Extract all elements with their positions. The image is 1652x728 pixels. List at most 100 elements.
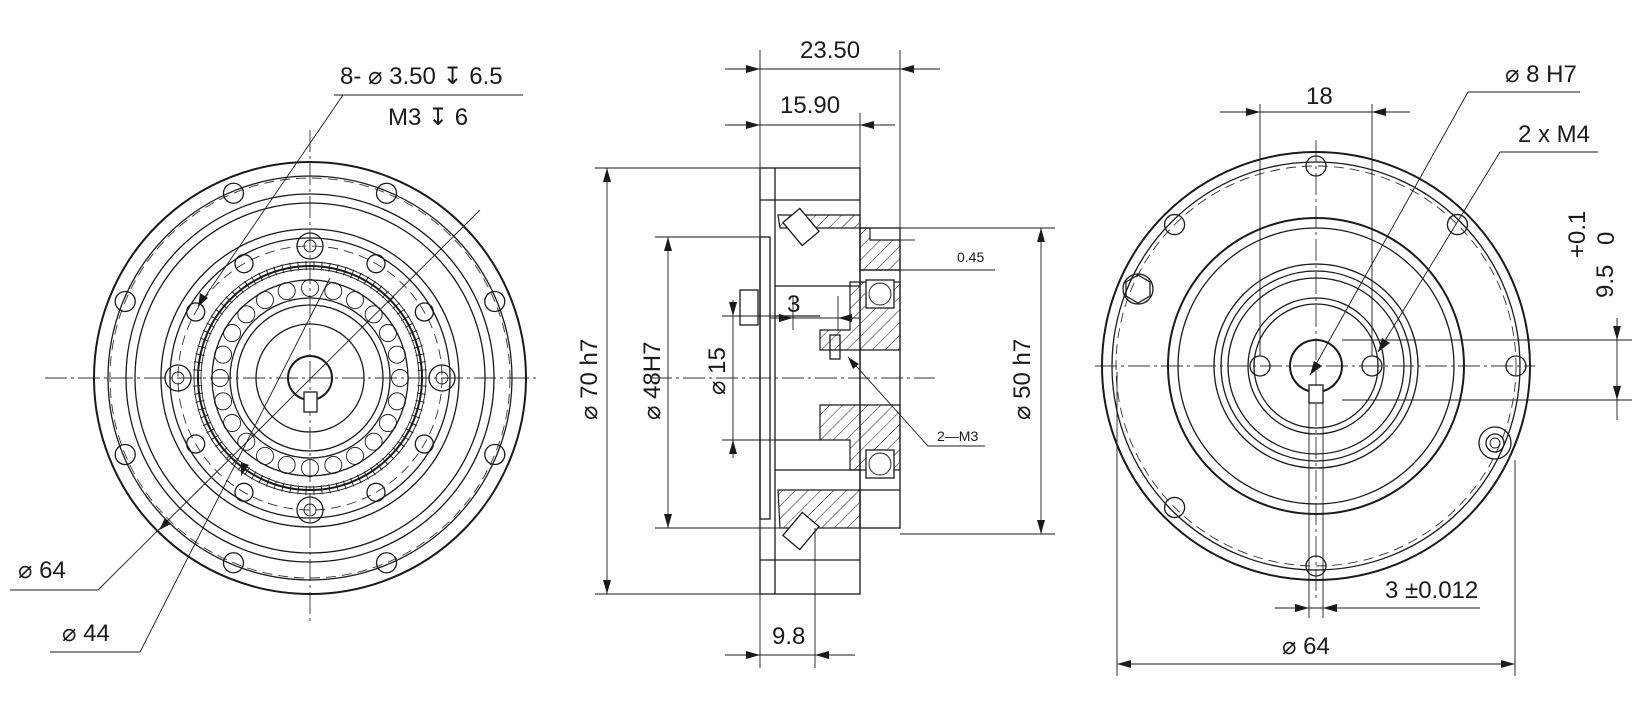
hole: [414, 434, 434, 454]
tooth: [220, 302, 228, 309]
ball: [378, 414, 397, 432]
tooth: [320, 261, 323, 271]
sec-dia-bore: ⌀ 48H7: [639, 342, 666, 421]
hole: [1305, 555, 1327, 577]
tooth: [415, 353, 425, 356]
tooth: [335, 264, 339, 274]
tooth: [195, 400, 205, 403]
tooth: [193, 385, 203, 387]
tooth: [258, 474, 264, 484]
right-tapped: 2 x M4: [1518, 121, 1590, 148]
gear-teeth: [193, 261, 427, 495]
tooth: [370, 467, 376, 476]
tooth: [206, 428, 215, 434]
tooth: [363, 471, 369, 480]
ball: [256, 291, 274, 310]
tooth: [415, 400, 425, 403]
hole-inner: [303, 239, 317, 253]
sec-len-body: 15.90: [780, 92, 840, 119]
tooth: [231, 290, 239, 299]
right-view: 18 ⌀ 8 H7 2 x M4 9.5 +0.1 0 3 ±0.012 ⌀ 6…: [1095, 61, 1632, 676]
tooth: [210, 434, 219, 441]
tooth: [251, 471, 257, 480]
tooth: [381, 457, 389, 466]
tooth: [405, 428, 414, 434]
bearing-balls: [211, 279, 409, 477]
ball: [223, 414, 242, 432]
tooth: [381, 290, 389, 299]
tooth: [408, 330, 418, 335]
tooth: [202, 330, 212, 335]
hole: [375, 552, 398, 574]
tooth: [206, 322, 215, 328]
left-dia-inner: ⌀ 44: [62, 620, 110, 647]
hole: [296, 496, 324, 524]
hole: [186, 302, 206, 322]
right-key-tol-lower: 0: [1593, 232, 1620, 245]
sec-dia-output: ⌀ 50 h7: [1009, 339, 1036, 420]
tooth: [199, 414, 209, 419]
hole: [222, 552, 245, 574]
right-key-width: 3 ±0.012: [1385, 577, 1478, 604]
left-holes-callout-1: 8- ⌀ 3.50 ↧ 6.5: [340, 63, 503, 90]
tooth: [265, 269, 270, 279]
ball: [223, 324, 242, 342]
tooth: [320, 485, 323, 495]
ball: [391, 369, 409, 387]
hole-inner: [303, 503, 317, 517]
tooth: [258, 272, 264, 282]
hole: [234, 482, 254, 502]
hole: [186, 434, 206, 454]
tooth: [237, 285, 244, 294]
tooth: [202, 421, 212, 426]
tooth: [225, 296, 233, 304]
section-view: 23.50 15.90 9.8 ⌀ 70 h7 ⌀ 48H7: [576, 37, 1055, 668]
tooth: [401, 434, 410, 441]
right-bore-callout: ⌀ 8 H7: [1505, 61, 1577, 88]
tooth: [297, 261, 300, 271]
tooth: [416, 392, 426, 395]
tooth: [370, 280, 376, 289]
tooth: [350, 269, 355, 279]
tooth: [342, 480, 347, 490]
hole: [164, 364, 192, 392]
ball: [301, 279, 319, 297]
tooth: [342, 266, 347, 276]
tooth: [273, 480, 278, 490]
tooth: [387, 296, 395, 304]
tooth: [210, 315, 219, 322]
tooth: [392, 447, 400, 454]
sec-step-3: 3: [787, 291, 800, 318]
left-view: 8- ⌀ 3.50 ↧ 6.5 M3 ↧ 6 ⌀ 64 ⌀ 44: [10, 63, 540, 653]
hole: [234, 254, 254, 274]
ball: [324, 455, 343, 474]
ball: [378, 324, 397, 342]
tooth: [273, 266, 278, 276]
ball: [346, 291, 364, 310]
ball: [277, 282, 296, 301]
tooth: [297, 485, 300, 495]
right-hole-spacing: 18: [1306, 83, 1333, 110]
hole: [484, 443, 506, 466]
tooth: [220, 447, 228, 454]
ball: [324, 282, 343, 301]
ball: [387, 345, 406, 364]
right-dia-pcd: ⌀ 64: [1282, 633, 1330, 660]
hole: [484, 290, 506, 313]
right-key-tol-upper: +0.1: [1564, 211, 1591, 258]
tooth: [408, 421, 418, 426]
tooth: [281, 482, 285, 492]
tooth: [328, 484, 331, 494]
tooth: [413, 345, 423, 349]
hole: [375, 182, 398, 204]
tooth: [195, 353, 205, 356]
ball: [237, 305, 256, 324]
hole: [114, 290, 136, 313]
ball: [387, 392, 406, 411]
left-dia-outer: ⌀ 64: [18, 557, 66, 584]
ball: [256, 446, 274, 465]
tooth: [417, 385, 427, 387]
tooth: [411, 337, 421, 342]
hole: [366, 482, 386, 502]
tooth: [356, 272, 362, 282]
